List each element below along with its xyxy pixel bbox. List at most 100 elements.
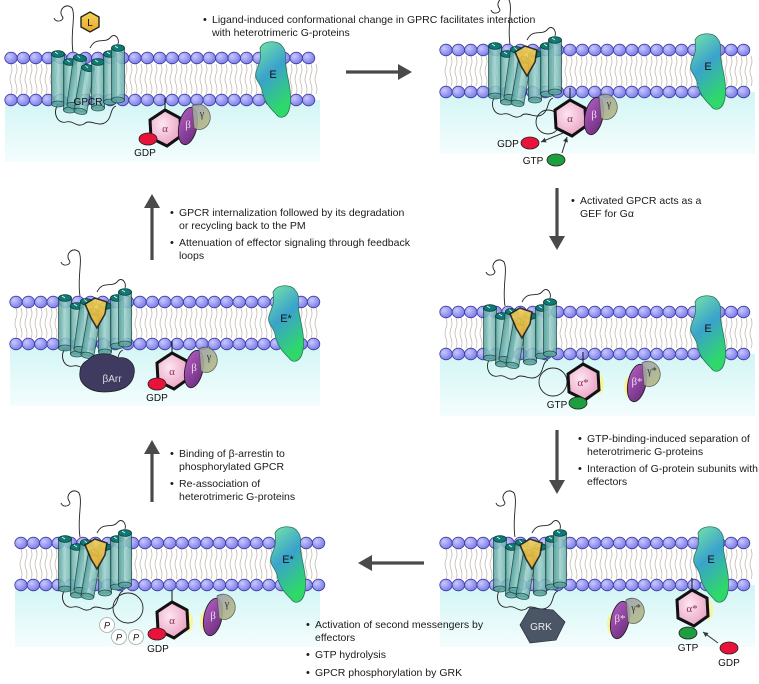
lipid-tail bbox=[199, 307, 203, 339]
lipid-head bbox=[39, 536, 53, 550]
phosphate-group bbox=[99, 617, 115, 633]
lipid-head bbox=[128, 93, 142, 107]
lipid-head bbox=[26, 578, 41, 592]
lipid-tail bbox=[574, 317, 578, 349]
lipid-head bbox=[637, 43, 652, 57]
lipid-tail bbox=[199, 548, 203, 580]
lipid-head bbox=[464, 305, 478, 319]
lipid-head bbox=[170, 337, 184, 351]
lipid-head bbox=[215, 93, 229, 107]
lipid-tail bbox=[264, 307, 268, 339]
lipid-tail bbox=[29, 548, 33, 580]
lipid-tail bbox=[449, 317, 453, 349]
lipid-head bbox=[724, 305, 738, 319]
lipid-tail bbox=[254, 307, 258, 339]
lipid-tail bbox=[629, 55, 633, 87]
arrow-head bbox=[398, 64, 412, 80]
lipid-head bbox=[301, 51, 316, 65]
lipid-tail bbox=[559, 317, 563, 349]
lipid-tail bbox=[149, 63, 153, 95]
phosphate-label: P bbox=[104, 621, 110, 631]
lipid-tail bbox=[139, 307, 143, 339]
lipid-tail bbox=[179, 63, 183, 95]
lipid-tail bbox=[579, 55, 583, 87]
caption-step4-item: GTP hydrolysis bbox=[306, 649, 506, 662]
lipid-head bbox=[202, 51, 216, 65]
gdp-label: GDP bbox=[718, 658, 740, 669]
lipid-head bbox=[306, 295, 321, 309]
arrow-head bbox=[549, 480, 565, 494]
g-alpha-label: α* bbox=[686, 603, 697, 615]
lipid-tail bbox=[259, 307, 263, 339]
lipid-tail bbox=[574, 548, 578, 580]
lipid-tail bbox=[444, 317, 448, 349]
lipid-head bbox=[662, 578, 676, 592]
lipid-tail bbox=[624, 317, 628, 349]
gpcr-helix bbox=[483, 304, 497, 362]
lipid-head bbox=[464, 85, 478, 99]
lipid-tail bbox=[684, 55, 688, 87]
lipid-tail bbox=[669, 317, 673, 349]
lipid-tail bbox=[14, 63, 18, 95]
lipid-tail bbox=[464, 55, 468, 87]
lipid-head bbox=[175, 578, 189, 592]
lipid-tail bbox=[259, 548, 263, 580]
lipid-head bbox=[250, 578, 264, 592]
lipid-head bbox=[9, 337, 23, 351]
lipid-head bbox=[306, 337, 321, 351]
g-alpha-shape bbox=[675, 588, 710, 628]
gpcr-receptor bbox=[483, 259, 557, 380]
effector: E* bbox=[268, 285, 304, 362]
grk-kinase bbox=[519, 607, 566, 644]
lipid-tail bbox=[134, 548, 138, 580]
lipid-head bbox=[34, 295, 48, 309]
lipid-tail bbox=[689, 548, 693, 580]
lipid-head bbox=[625, 43, 639, 57]
lipid-head bbox=[662, 43, 676, 57]
caption-step3-item: GTP-binding-induced separation of hetero… bbox=[578, 433, 758, 458]
lipid-head bbox=[207, 295, 221, 309]
lipid-tail bbox=[724, 317, 728, 349]
lipid-tail bbox=[159, 548, 163, 580]
effector-shape bbox=[268, 285, 304, 362]
lipid-tail bbox=[234, 307, 238, 339]
caption-step5-item: Re-association of heterotrimeric G-prote… bbox=[170, 478, 320, 503]
lipid-tail bbox=[44, 307, 48, 339]
lipid-head bbox=[145, 337, 159, 351]
lipid-head bbox=[220, 295, 234, 309]
lipid-tail bbox=[629, 317, 633, 349]
lipid-head bbox=[625, 347, 639, 361]
gpcr-receptor bbox=[51, 5, 125, 126]
lipid-tail bbox=[144, 548, 148, 580]
lipid-head bbox=[9, 295, 23, 309]
lipid-head bbox=[175, 536, 189, 550]
lipid-head bbox=[165, 51, 179, 65]
lipid-tail bbox=[729, 548, 733, 580]
g-gamma-label: γ bbox=[606, 99, 612, 110]
lipid-tail bbox=[314, 548, 318, 580]
lipid-head bbox=[650, 578, 664, 592]
lipid-head bbox=[662, 347, 676, 361]
gpcr-helix bbox=[488, 42, 502, 100]
lipid-tail bbox=[594, 317, 598, 349]
lipid-tail bbox=[639, 317, 643, 349]
lipid-head bbox=[262, 578, 276, 592]
lipid-head bbox=[637, 578, 652, 592]
lipid-tail bbox=[244, 307, 248, 339]
lipid-head bbox=[637, 536, 652, 550]
caption-step4: Activation of second messengers by effec… bbox=[306, 619, 506, 684]
lipid-tail bbox=[309, 548, 313, 580]
lipid-tail bbox=[239, 307, 243, 339]
lipid-tail bbox=[654, 317, 658, 349]
arrow-head bbox=[541, 137, 547, 143]
caption-step4-item: GPCR phosphorylation by GRK bbox=[306, 667, 506, 680]
lipid-tail bbox=[159, 63, 163, 95]
lipid-tail bbox=[314, 63, 318, 95]
effector-label: E* bbox=[282, 554, 294, 566]
effector-shape bbox=[690, 295, 726, 372]
lipid-tail bbox=[229, 63, 233, 95]
lipid-head bbox=[464, 578, 478, 592]
intracellular-loop bbox=[497, 588, 559, 611]
